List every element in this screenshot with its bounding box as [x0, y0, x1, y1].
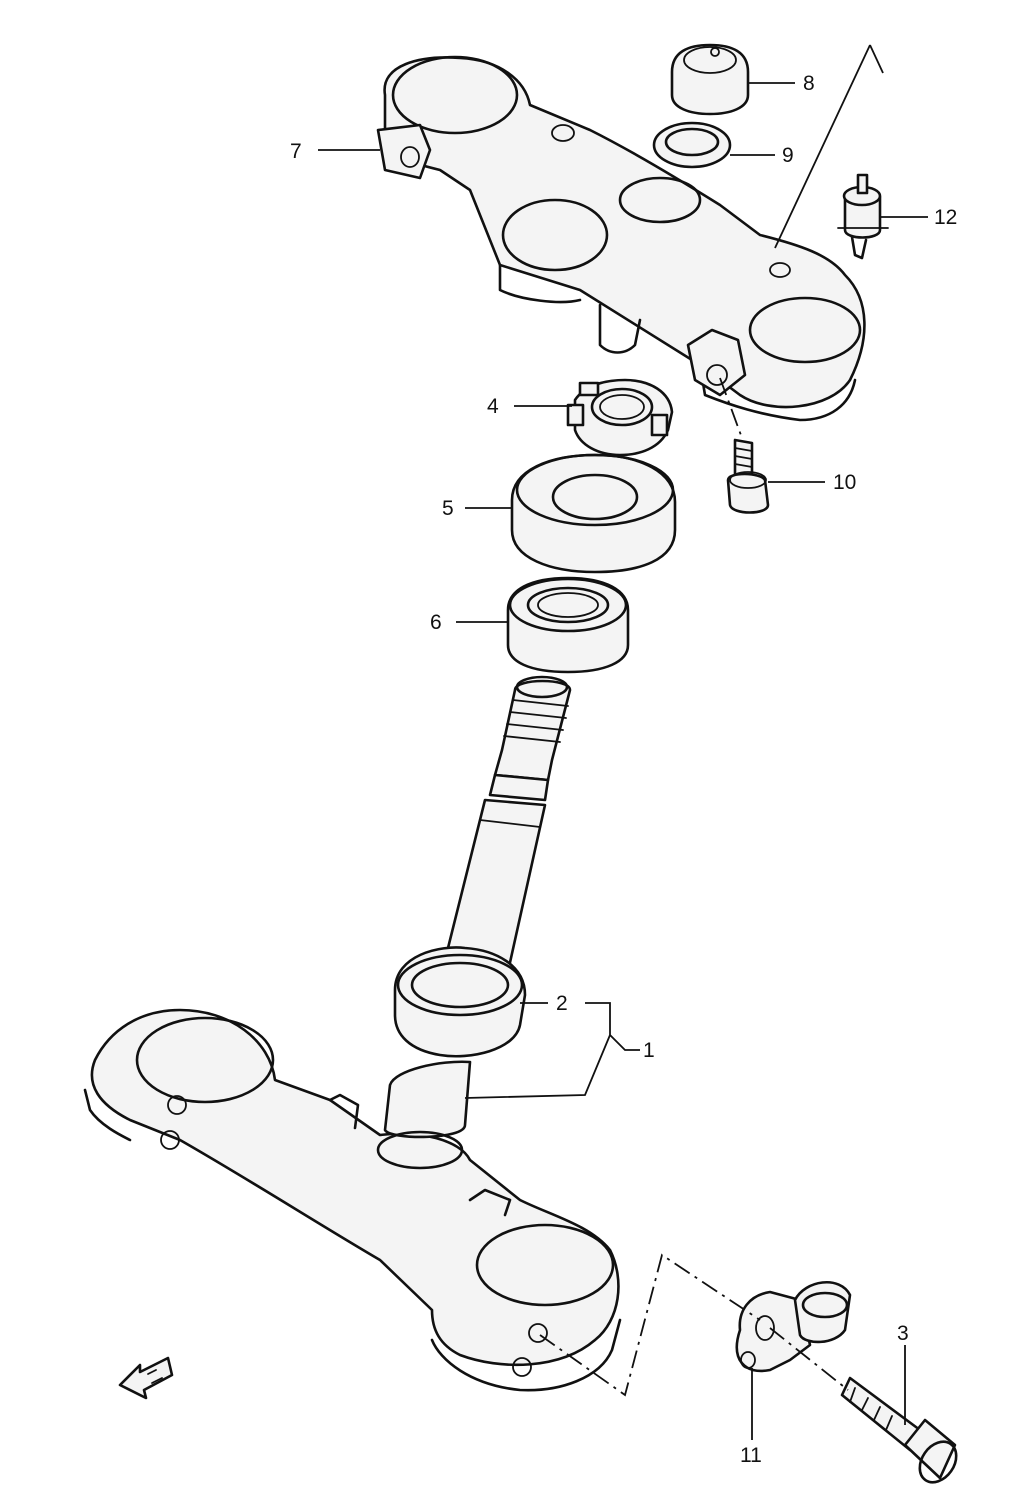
callout-12: 12 [934, 206, 957, 229]
callout-9: 9 [782, 144, 794, 167]
switch [837, 173, 889, 260]
lower-bearing [393, 946, 527, 1058]
hose-clamp [735, 1280, 852, 1373]
clamp-bolt [726, 438, 770, 514]
dust-seal [510, 453, 677, 574]
stem-head-nut-cap [670, 43, 750, 116]
callout-11: 11 [740, 1444, 762, 1467]
washer [652, 121, 732, 169]
lower-bracket [83, 1008, 622, 1392]
front-direction-arrow-icon [118, 1356, 174, 1400]
bolt [840, 1376, 958, 1484]
upper-bracket [376, 55, 866, 422]
callout-4: 4 [487, 395, 499, 418]
callout-6: 6 [430, 611, 442, 634]
upper-bearing [506, 576, 630, 674]
callout-7: 7 [290, 140, 302, 163]
callout-2: 2 [556, 992, 568, 1015]
callout-10: 10 [833, 471, 856, 494]
steering-stem-shaft [438, 675, 572, 987]
callout-8: 8 [803, 72, 815, 95]
callout-labels: 7 8 9 12 4 5 10 6 2 1 3 11 [290, 72, 957, 1467]
callout-3: 3 [897, 1322, 909, 1345]
steering-stem-nut [566, 378, 674, 457]
callout-5: 5 [442, 497, 454, 520]
leader-lines [318, 44, 928, 1440]
callout-1: 1 [643, 1039, 655, 1062]
